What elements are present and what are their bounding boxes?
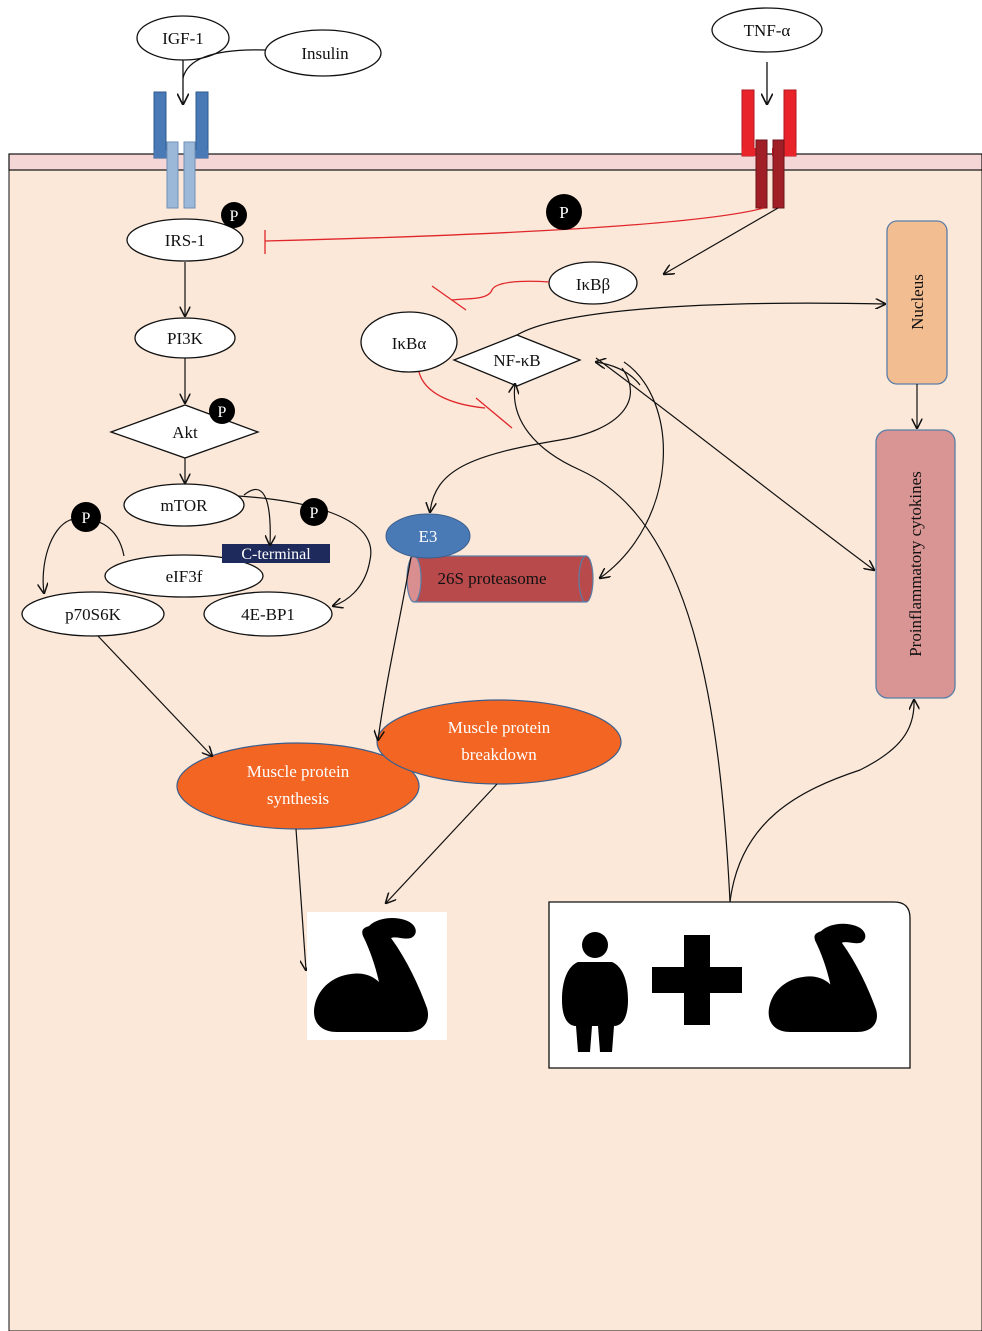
obese-person-icon bbox=[562, 932, 628, 1052]
inhibit-ikbb-bar bbox=[431, 285, 467, 311]
proteasome-26s: 26S proteasome bbox=[406, 555, 594, 603]
phospho-badge-p70s6k: P bbox=[71, 502, 101, 532]
igf-receptor bbox=[153, 91, 209, 209]
arrow-mtor-cterminal bbox=[243, 489, 270, 545]
inhibit-ikbb-nfkb bbox=[451, 280, 550, 301]
arrow-nfkb-nucleus bbox=[516, 303, 885, 336]
svg-text:P: P bbox=[310, 505, 319, 522]
muscle-arm-icon bbox=[313, 918, 429, 1032]
arrow-eif3f-p70s6k bbox=[43, 518, 125, 593]
arrow-nfkb-e3 bbox=[430, 367, 632, 512]
svg-text:IRS-1: IRS-1 bbox=[165, 231, 206, 250]
svg-text:eIF3f: eIF3f bbox=[166, 567, 203, 586]
svg-text:P: P bbox=[230, 208, 239, 225]
svg-text:Muscle protein: Muscle protein bbox=[247, 762, 350, 781]
svg-text:synthesis: synthesis bbox=[267, 789, 329, 808]
arrow-obesity-nfkb bbox=[514, 384, 731, 903]
p70s6k-node: p70S6K bbox=[21, 591, 165, 637]
insulin-arrow bbox=[182, 49, 267, 79]
phospho-badge-akt: P bbox=[209, 398, 235, 424]
svg-text:P: P bbox=[218, 404, 227, 421]
inhibit-tnf-irs1 bbox=[264, 207, 765, 242]
c-terminal-label: C-terminal bbox=[222, 544, 330, 563]
phospho-badge-tnf: P bbox=[546, 194, 582, 230]
cell-membrane bbox=[8, 153, 982, 171]
eif3f-node: eIF3f bbox=[104, 554, 264, 598]
nucleus-node: Nucleus bbox=[886, 220, 948, 385]
muscle-arm-icon bbox=[768, 923, 877, 1032]
arrow-breakdown-muscle bbox=[386, 783, 498, 903]
arrow-tnf-ikbb bbox=[664, 207, 779, 274]
plus-icon bbox=[652, 935, 742, 1025]
igf1-node: IGF-1 bbox=[136, 15, 230, 61]
4ebp1-node: 4E-BP1 bbox=[203, 591, 333, 637]
svg-text:P: P bbox=[82, 510, 91, 527]
nfkb-node: NF-κB bbox=[452, 334, 582, 387]
svg-text:Insulin: Insulin bbox=[301, 44, 349, 63]
svg-text:TNF-α: TNF-α bbox=[744, 21, 791, 40]
pi3k-node: PI3K bbox=[134, 317, 236, 359]
arrow-nfkb-proteasome bbox=[600, 361, 664, 578]
arrow-synthesis-muscle bbox=[295, 828, 306, 970]
svg-text:breakdown: breakdown bbox=[461, 745, 537, 764]
svg-text:Nucleus: Nucleus bbox=[908, 274, 927, 330]
arrow-e3-breakdown bbox=[378, 556, 412, 740]
proinflammatory-cytokines-node: Proinflammatory cytokines bbox=[875, 429, 956, 699]
svg-text:Muscle protein: Muscle protein bbox=[448, 718, 551, 737]
svg-text:Proinflammatory cytokines: Proinflammatory cytokines bbox=[906, 471, 925, 657]
svg-text:IκBα: IκBα bbox=[392, 334, 427, 353]
inhibit-ikba-bar bbox=[475, 397, 513, 429]
arrow-p70s6k-synthesis bbox=[97, 635, 212, 756]
mtor-node: mTOR bbox=[123, 483, 245, 527]
svg-text:E3: E3 bbox=[419, 527, 438, 546]
svg-text:mTOR: mTOR bbox=[161, 496, 209, 515]
svg-text:Akt: Akt bbox=[172, 423, 198, 442]
arrow-cytokines-nfkb bbox=[596, 362, 641, 386]
insulin-node: Insulin bbox=[264, 29, 382, 77]
muscle-outcome-panel bbox=[307, 912, 447, 1040]
svg-text:IGF-1: IGF-1 bbox=[162, 29, 204, 48]
svg-text:IκBβ: IκBβ bbox=[576, 275, 610, 294]
phospho-badge-4ebp1: P bbox=[300, 498, 328, 526]
e3-ligase-node: E3 bbox=[385, 513, 471, 559]
svg-text:26S proteasome: 26S proteasome bbox=[437, 569, 546, 588]
muscle-protein-synthesis-node: Muscle protein synthesis bbox=[176, 742, 420, 830]
inhibit-ikba-nfkb bbox=[418, 371, 486, 409]
akt-node: Akt bbox=[109, 404, 260, 459]
phospho-badge-irs1: P bbox=[221, 202, 247, 228]
ikbb-node: IκBβ bbox=[548, 261, 638, 305]
svg-text:PI3K: PI3K bbox=[167, 329, 204, 348]
ikba-node: IκBα bbox=[360, 311, 458, 373]
arrow-obesity-cytokines bbox=[729, 700, 914, 903]
muscle-protein-breakdown-node: Muscle protein breakdown bbox=[376, 699, 622, 785]
obesity-sarcopenia-panel bbox=[548, 901, 911, 1069]
arrow-mtor-4ebp1 bbox=[237, 495, 372, 606]
irs1-node: IRS-1 bbox=[126, 218, 244, 262]
tnf-alpha-node: TNF-α bbox=[711, 7, 823, 53]
svg-text:C-terminal: C-terminal bbox=[241, 546, 311, 563]
svg-text:P: P bbox=[559, 203, 568, 222]
svg-text:NF-κB: NF-κB bbox=[493, 351, 540, 370]
svg-text:4E-BP1: 4E-BP1 bbox=[241, 605, 295, 624]
svg-text:p70S6K: p70S6K bbox=[65, 605, 121, 624]
